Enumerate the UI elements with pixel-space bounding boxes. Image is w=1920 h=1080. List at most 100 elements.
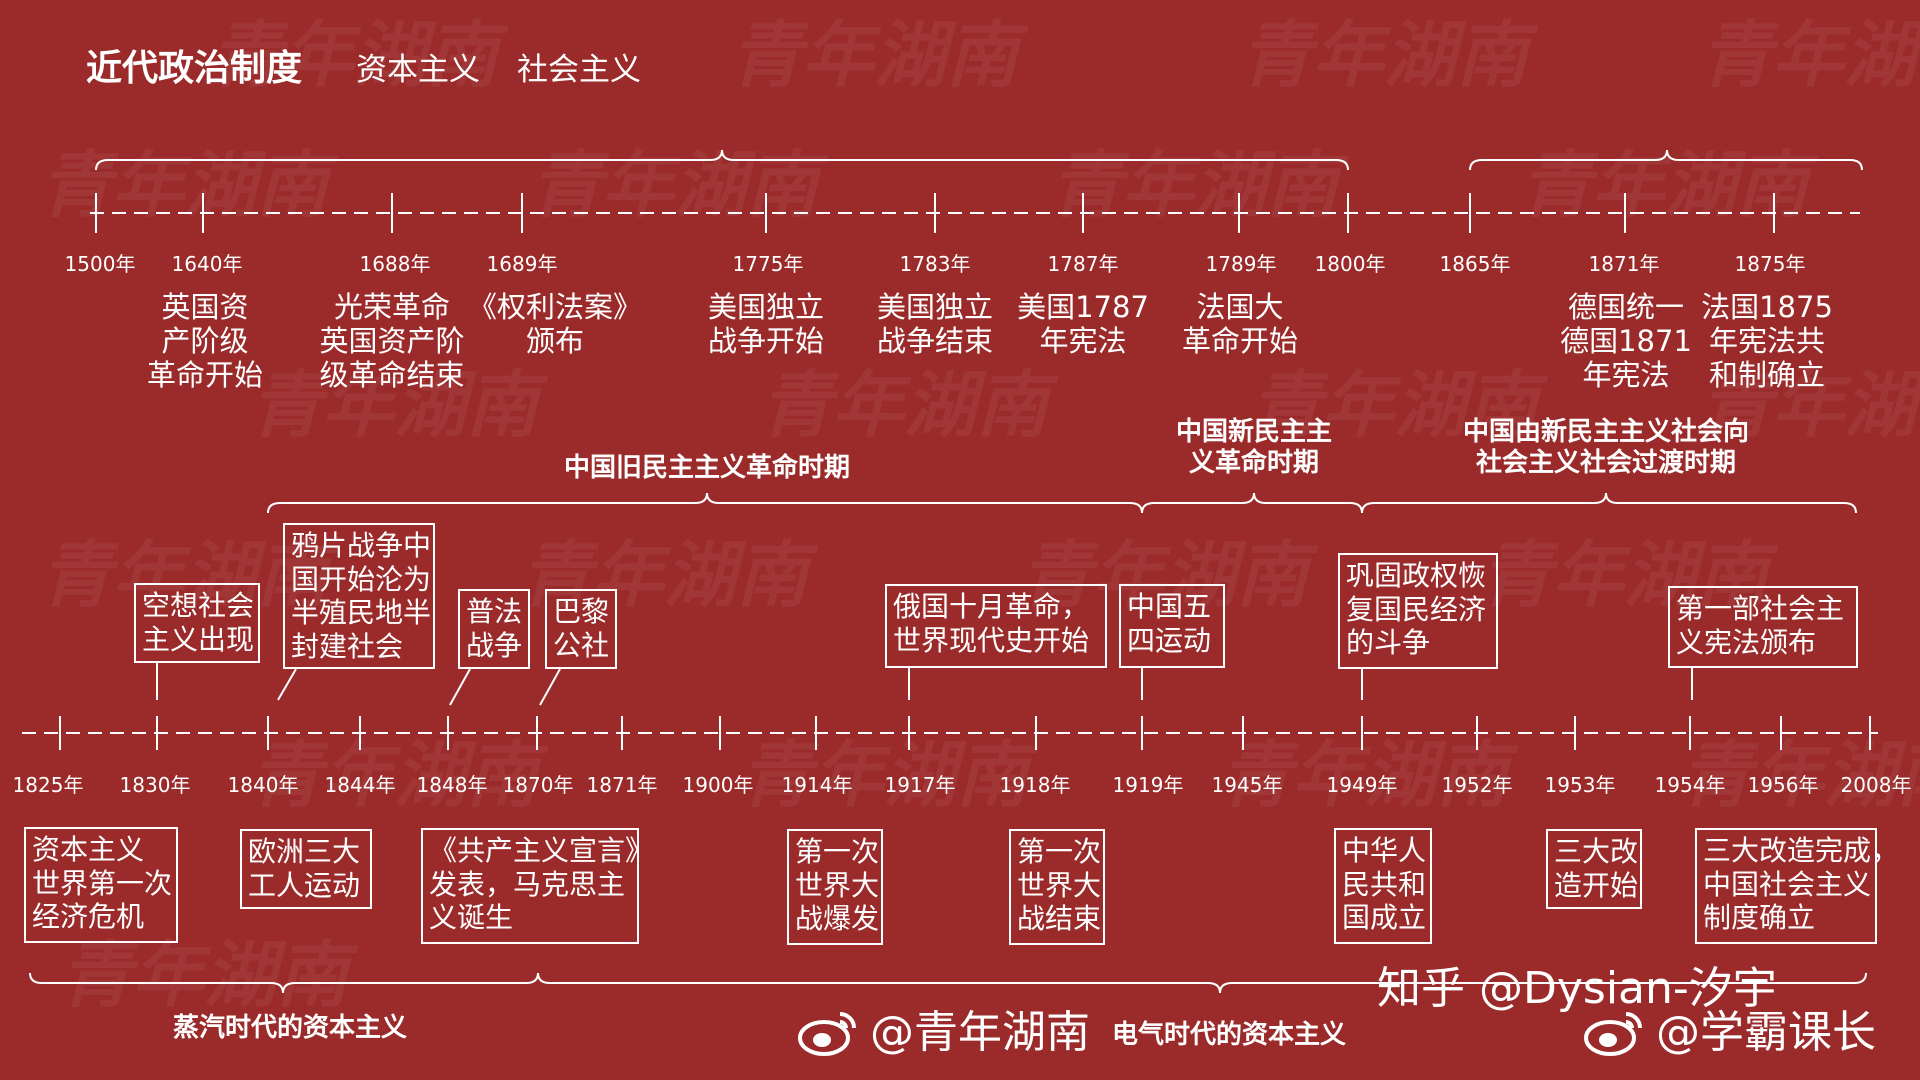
year-label: 1953年 <box>1544 773 1616 797</box>
watermark-text: 青年湖南 <box>760 363 1059 447</box>
watermark-text: 青年湖南 <box>40 143 339 227</box>
year-label: 1870年 <box>502 773 574 797</box>
period-brace <box>267 492 1143 514</box>
event-box-three-transformations-complete: 三大改造完成，中国社会主义制度确立 <box>1695 828 1899 944</box>
year-label: 1840年 <box>227 773 299 797</box>
event-box-wwi-end: 第一次世界大战结束 <box>1009 829 1105 945</box>
event-box-consolidate-power: 巩固政权恢复国民经济的斗争 <box>1338 553 1498 669</box>
year-label: 1688年 <box>359 252 431 276</box>
event-box-utopian-socialism: 空想社会主义出现 <box>134 583 260 663</box>
subtitle-socialism: 社会主义 <box>517 52 641 88</box>
weibo-credit-xueba: @学霸课长 <box>1656 1007 1876 1058</box>
year-label: 1800年 <box>1314 252 1386 276</box>
year-label: 1500年 <box>64 252 136 276</box>
zhihu-credit: 知乎 @Dysian-汐宇 <box>1377 963 1777 1014</box>
period-brace <box>1141 492 1363 514</box>
year-label: 1848年 <box>416 773 488 797</box>
watermark-text: 青年湖南 <box>1240 13 1539 97</box>
period-new-democratic: 中国新民主主义革命时期 <box>1175 417 1333 478</box>
connector-line <box>449 668 471 706</box>
event-box-prc-founded: 中华人民共和国成立 <box>1334 828 1432 944</box>
year-label: 1844年 <box>324 773 396 797</box>
event-box-three-transformations-start: 三大改造开始 <box>1546 829 1642 909</box>
connector-line <box>539 668 561 706</box>
year-label: 1919年 <box>1112 773 1184 797</box>
period-brace <box>537 972 1867 994</box>
event-box-communist-manifesto: 《共产主义宣言》发表，马克思主义诞生 <box>421 828 653 944</box>
event-box-october-revolution: 俄国十月革命，世界现代史开始 <box>885 584 1107 668</box>
year-label: 1956年 <box>1747 773 1819 797</box>
subtitle-capitalism: 资本主义 <box>356 52 480 88</box>
year-label: 1689年 <box>486 252 558 276</box>
watermark-text: 青年湖南 <box>740 733 1039 817</box>
year-label: 1914年 <box>781 773 853 797</box>
year-label: 1640年 <box>171 252 243 276</box>
period-brace <box>29 972 539 994</box>
year-label: 1952年 <box>1441 773 1513 797</box>
year-label: 1865年 <box>1439 252 1511 276</box>
year-label: 1787年 <box>1047 252 1119 276</box>
watermark-text: 青年湖南 <box>730 13 1029 97</box>
weibo-icon <box>1584 1012 1642 1056</box>
watermark-text: 青年湖南 <box>250 733 549 817</box>
year-label: 1949年 <box>1326 773 1398 797</box>
year-label: 1871年 <box>586 773 658 797</box>
watermark-text: 青年湖南 <box>60 933 359 1017</box>
year-label: 1875年 <box>1734 252 1806 276</box>
era-electric-capitalism: 电气时代的资本主义 <box>1111 1020 1347 1050</box>
watermark-text: 青年湖南 <box>1020 533 1319 617</box>
year-label: 1825年 <box>12 773 84 797</box>
event-french-revolution: 法国大革命开始 <box>1181 290 1299 359</box>
watermark-text: 青年湖南 <box>250 363 549 447</box>
page-title: 近代政治制度 <box>86 48 303 89</box>
watermark-text: 青年湖南 <box>520 533 819 617</box>
period-transition-socialism: 中国由新民主主义社会向社会主义社会过渡时期 <box>1462 417 1750 478</box>
year-label: 1871年 <box>1588 252 1660 276</box>
event-us-independence-war-start: 美国独立战争开始 <box>707 290 825 359</box>
period-brace <box>1361 492 1857 514</box>
year-label: 2008年 <box>1840 773 1912 797</box>
event-box-paris-commune: 巴黎公社 <box>545 589 617 669</box>
event-box-wwi-outbreak: 第一次世界大战爆发 <box>787 829 883 945</box>
era-steam-capitalism: 蒸汽时代的资本主义 <box>172 1013 408 1043</box>
watermark-text: 青年湖南 <box>1050 143 1349 227</box>
watermark-text: 青年湖南 <box>40 533 339 617</box>
event-us-independence-war-end: 美国独立战争结束 <box>876 290 994 359</box>
year-label: 1945年 <box>1211 773 1283 797</box>
watermark-text: 青年湖南 <box>1700 363 1920 447</box>
period-old-democratic: 中国旧民主主义革命时期 <box>563 453 851 483</box>
watermark-text: 青年湖南 <box>210 13 509 97</box>
watermark-text: 青年湖南 <box>530 143 829 227</box>
watermark-text: 青年湖南 <box>1680 733 1920 817</box>
event-bill-of-rights: 《权利法案》颁布 <box>467 290 643 359</box>
year-label: 1900年 <box>682 773 754 797</box>
year-label: 1918年 <box>999 773 1071 797</box>
weibo-icon <box>798 1012 856 1056</box>
event-box-opium-war: 鸦片战争中国开始沦为半殖民地半封建社会 <box>283 523 435 669</box>
year-label: 1789年 <box>1205 252 1277 276</box>
event-box-franco-prussian-war: 普法战争 <box>458 589 530 669</box>
watermark-text: 青年湖南 <box>1480 533 1779 617</box>
event-box-european-labor-movements: 欧洲三大工人运动 <box>240 829 372 909</box>
year-label: 1775年 <box>732 252 804 276</box>
event-box-may-fourth-movement: 中国五四运动 <box>1119 584 1225 668</box>
event-box-first-economic-crisis: 资本主义世界第一次经济危机 <box>24 827 178 943</box>
event-glorious-revolution: 光荣革命英国资产阶级革命结束 <box>319 290 465 393</box>
period-brace <box>95 149 1349 171</box>
period-brace <box>1469 149 1863 171</box>
watermark-text: 青年湖南 <box>1700 13 1920 97</box>
event-box-first-socialist-constitution: 第一部社会主义宪法颁布 <box>1668 586 1858 668</box>
year-label: 1954年 <box>1654 773 1726 797</box>
watermark-text: 青年湖南 <box>1220 733 1519 817</box>
watermark-text: 青年湖南 <box>1250 363 1549 447</box>
weibo-credit-qingnian: @青年湖南 <box>870 1007 1090 1058</box>
year-label: 1783年 <box>899 252 971 276</box>
year-label: 1830年 <box>119 773 191 797</box>
year-label: 1917年 <box>884 773 956 797</box>
connector-line <box>277 668 297 701</box>
